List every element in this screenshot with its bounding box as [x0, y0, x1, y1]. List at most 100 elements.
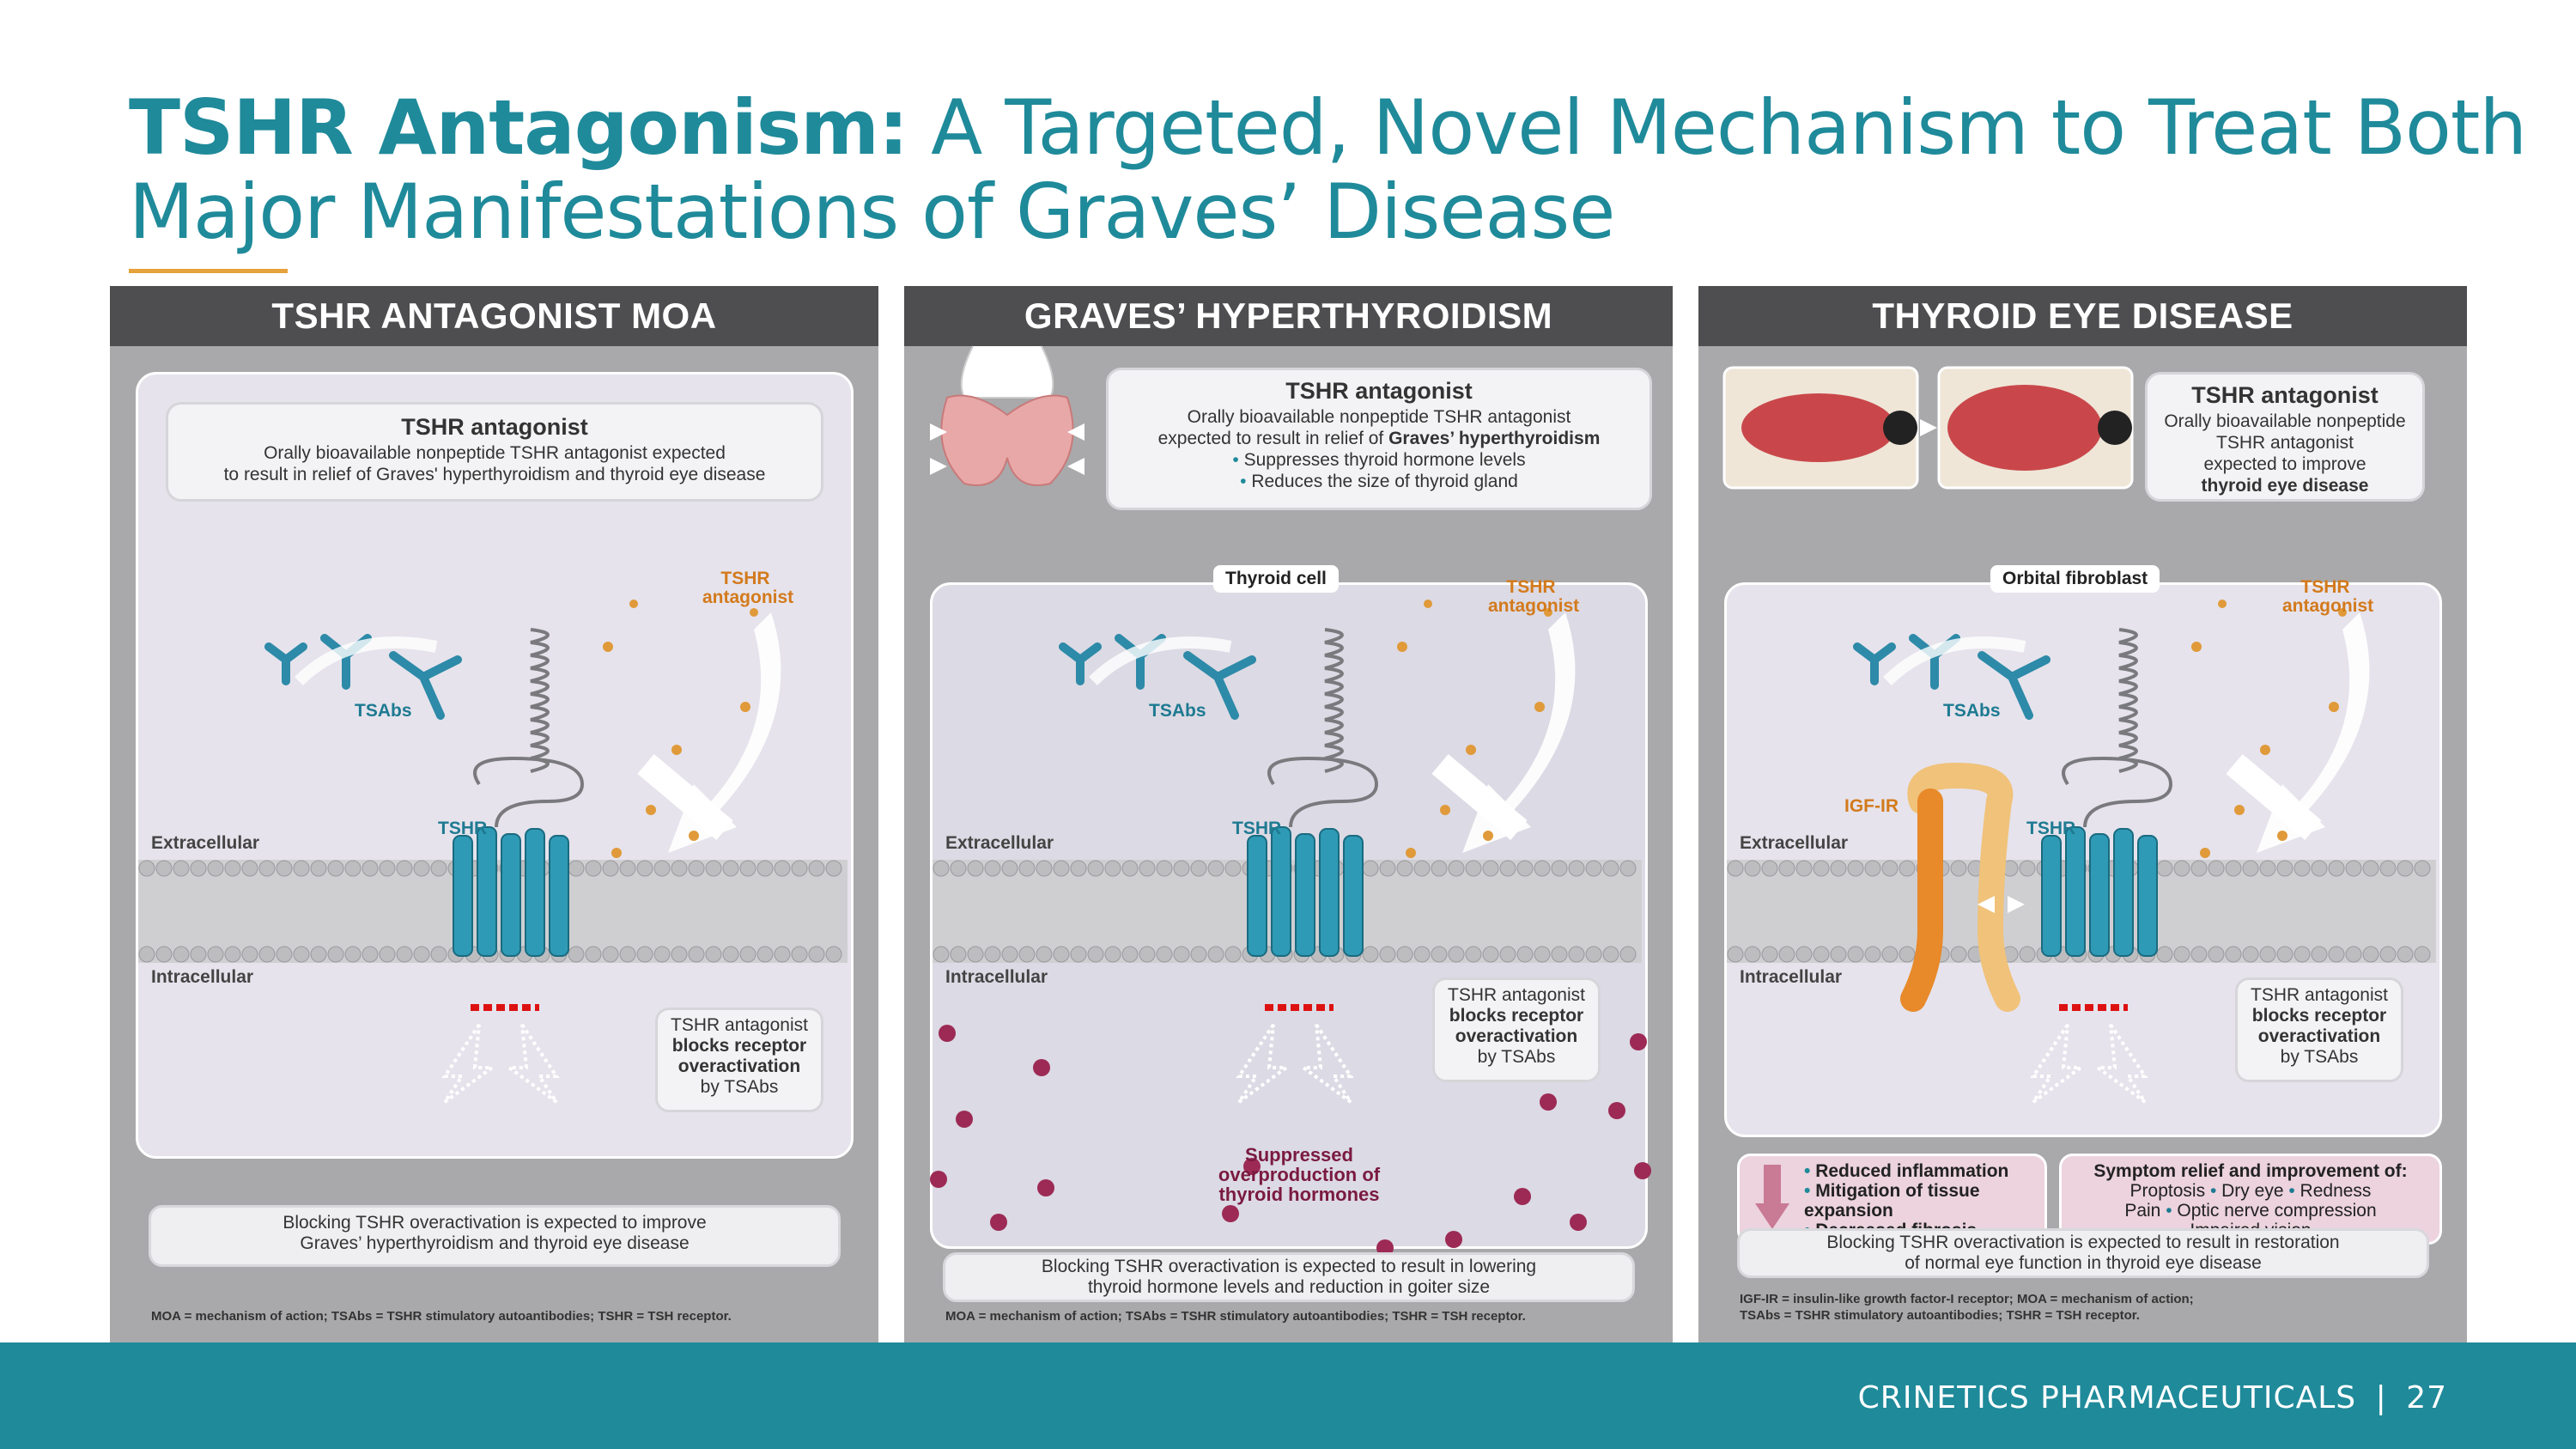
slide-title: TSHR Antagonism: A Targeted, Novel Mecha…: [129, 86, 2550, 254]
thyroid-hormone-dots: [930, 1025, 1651, 1257]
tsabs-label: TSAbs: [1149, 701, 1206, 721]
title-underline: [129, 269, 288, 273]
down-arrow-icon: [1755, 1165, 1789, 1229]
footnote: IGF-IR = insulin-like growth factor-I re…: [1740, 1291, 2194, 1324]
bullet-2: Reduces the size of thyroid gland: [1109, 471, 1649, 492]
extracellular-label: Extracellular: [1740, 833, 1849, 853]
relief-optic: Optic nerve compression: [2177, 1201, 2377, 1221]
callout-line-3: expected to improve: [2203, 454, 2366, 474]
suppressed-line-3: thyroid hormones: [1218, 1184, 1380, 1205]
antagonist-callout: TSHR antagonist Orally bioavailable nonp…: [2145, 372, 2425, 502]
blocks-line-3: overactivation: [1455, 1026, 1578, 1046]
antagonist-arrow-icon: [603, 600, 781, 858]
tsabs-label: TSAbs: [355, 701, 412, 721]
panel-header: TSHR ANTAGONIST MOA: [110, 286, 878, 346]
page-number: 27: [2406, 1380, 2447, 1416]
blocks-note: TSHR antagonist blocks receptor overacti…: [2235, 977, 2403, 1082]
summary-line-2: of normal eye function in thyroid eye di…: [1905, 1253, 2262, 1273]
callout-line-2a: expected to result in relief of: [1157, 429, 1389, 448]
callout-line-2b: Graves’ hyperthyroidism: [1388, 429, 1601, 448]
effect-2: Mitigation of tissue expansion: [1804, 1181, 2019, 1221]
suppressed-line-1: Suppressed: [1245, 1144, 1353, 1166]
antagonist-label: TSHR antagonist: [1488, 577, 1580, 616]
tsab-antibody-icon: [1059, 634, 1256, 720]
blocked-signal-icon: [441, 1004, 560, 1104]
footnote-line-2: TSAbs = TSHR stimulatory autoantibodies;…: [1740, 1308, 2140, 1323]
summary-line-1: Blocking TSHR overactivation is expected…: [283, 1213, 707, 1233]
blocks-line-1: TSHR antagonist: [671, 1015, 808, 1035]
panel-header: THYROID EYE DISEASE: [1698, 286, 2467, 346]
blocks-line-4: by TSAbs: [700, 1077, 779, 1097]
relief-dot: •: [2166, 1201, 2172, 1221]
panel-ted: THYROID EYE DISEASE TSHR antagonist Oral…: [1698, 286, 2467, 1342]
footer-text: CRINETICS PHARMACEUTICALS | 27: [1858, 1380, 2447, 1416]
antagonist-callout: TSHR antagonist Orally bioavailable nonp…: [166, 402, 823, 502]
antagonist-callout: TSHR antagonist Orally bioavailable nonp…: [1106, 368, 1652, 510]
title-rest: A Targeted, Novel Mechanism to Treat Bot…: [129, 83, 2527, 256]
tshr-receptor-icon: [2041, 628, 2173, 957]
relief-proptosis: Proptosis: [2129, 1181, 2206, 1201]
blocks-note: TSHR antagonist blocks receptor overacti…: [1432, 977, 1601, 1082]
title-bold: TSHR Antagonism:: [129, 83, 908, 172]
cell-label: Thyroid cell: [1213, 565, 1339, 593]
summary-line-2: thyroid hormone levels and reduction in …: [1087, 1277, 1491, 1297]
tshr-label: TSHR: [2026, 819, 2076, 838]
igf-ir-receptor-icon: [1900, 762, 2025, 1012]
ted-summary: Blocking TSHR overactivation is expected…: [1737, 1228, 2429, 1278]
relief-dry-eye: Dry eye: [2221, 1181, 2284, 1201]
footnote-line-1: IGF-IR = insulin-like growth factor-I re…: [1740, 1292, 2194, 1306]
company-name: CRINETICS PHARMACEUTICALS: [1857, 1380, 2357, 1416]
eye-cross-section-icon: [1722, 366, 2134, 490]
panel-graves: GRAVES’ HYPERTHYROIDISM TSHR antagonist …: [904, 286, 1673, 1342]
relief-title: Symptom relief and improvement of:: [2093, 1161, 2408, 1181]
callout-title: TSHR antagonist: [401, 414, 588, 440]
intracellular-label: Intracellular: [945, 967, 1048, 987]
antagonist-label: TSHR antagonist: [2282, 577, 2374, 616]
blocks-line-1: TSHR antagonist: [2251, 985, 2388, 1005]
extracellular-label: Extracellular: [945, 833, 1054, 853]
igf-ir-label: IGF-IR: [1844, 796, 1899, 816]
blocked-signal-icon: [1236, 1004, 1354, 1104]
relief-dot: •: [2288, 1181, 2295, 1201]
tsabs-label: TSAbs: [1943, 701, 2001, 721]
summary-line-1: Blocking TSHR overactivation is expected…: [1041, 1257, 1537, 1276]
blocks-line-2: blocks receptor: [1449, 1006, 1584, 1026]
blocks-line-2: blocks receptor: [671, 1036, 807, 1056]
intracellular-label: Intracellular: [1740, 967, 1843, 987]
callout-line-1: Orally bioavailable nonpeptide TSHR anta…: [1187, 407, 1571, 427]
suppressed-label: Suppressed overproduction of thyroid hor…: [1213, 1145, 1385, 1204]
callout-line-2: to result in relief of Graves' hyperthyr…: [223, 465, 766, 484]
intracellular-label: Intracellular: [151, 967, 254, 987]
tshr-receptor-icon: [1247, 628, 1379, 957]
bullet-1: Suppresses thyroid hormone levels: [1109, 449, 1649, 471]
relief-dot: •: [2209, 1181, 2217, 1201]
panel-moa: TSHR ANTAGONIST MOA TSHR antagonist Oral…: [110, 286, 878, 1342]
antagonist-arrow-icon: [1397, 600, 1576, 858]
tsab-antibody-icon: [1853, 634, 2050, 720]
blocks-line-3: overactivation: [677, 1056, 801, 1076]
tsab-antibody-icon: [264, 634, 462, 720]
suppressed-line-2: overproduction of: [1218, 1164, 1381, 1185]
blocks-line-1: TSHR antagonist: [1448, 985, 1585, 1005]
summary-line-1: Blocking TSHR overactivation is expected…: [1826, 1233, 2340, 1252]
relief-redness: Redness: [2300, 1181, 2372, 1201]
summary-line-2: Graves’ hyperthyroidism and thyroid eye …: [300, 1233, 690, 1253]
footer-separator: |: [2375, 1380, 2387, 1416]
extracellular-label: Extracellular: [151, 833, 260, 853]
blocks-note: TSHR antagonist blocks receptor overacti…: [655, 1008, 823, 1112]
tshr-label: TSHR: [1232, 819, 1282, 838]
thyroid-gland-icon: [930, 345, 1084, 486]
graves-summary: Blocking TSHR overactivation is expected…: [943, 1252, 1635, 1302]
callout-line-4: thyroid eye disease: [2201, 476, 2369, 496]
effect-1: Reduced inflammation: [1804, 1161, 2019, 1181]
tshr-label: TSHR: [438, 819, 488, 838]
antagonist-label: TSHR antagonist: [702, 569, 794, 607]
cell-label: Orbital fibroblast: [1990, 565, 2160, 593]
panel-header: GRAVES’ HYPERTHYROIDISM: [904, 286, 1673, 346]
footer-bar: CRINETICS PHARMACEUTICALS | 27: [0, 1342, 2576, 1449]
callout-line-1: Orally bioavailable nonpeptide TSHR anta…: [264, 443, 726, 463]
tshr-receptor-icon: [453, 628, 585, 957]
callout-title: TSHR antagonist: [1285, 378, 1473, 404]
moa-summary: Blocking TSHR overactivation is expected…: [149, 1205, 841, 1267]
relief-line-1: Proptosis • Dry eye • Redness: [2062, 1181, 2439, 1201]
